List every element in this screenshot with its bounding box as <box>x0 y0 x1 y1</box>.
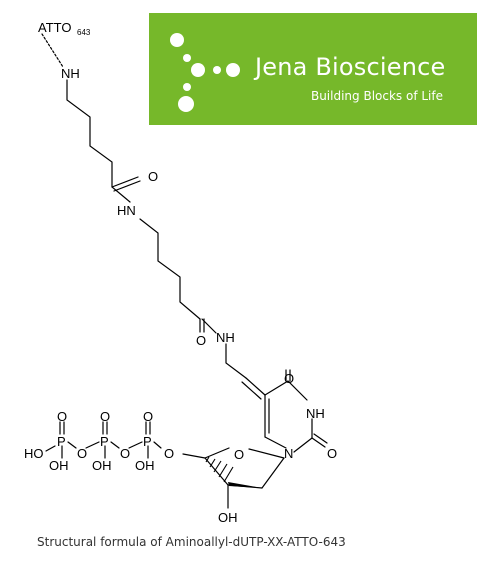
atom-o-p3: O <box>143 409 153 424</box>
atom-o-4: O <box>327 446 337 461</box>
figure-caption: Structural formula of Aminoallyl-dUTP-XX… <box>37 535 346 549</box>
atom-p-1: P <box>57 434 66 449</box>
atom-p-3: P <box>143 434 152 449</box>
atom-nh-3: NH <box>306 406 325 421</box>
atom-oh-p3: OH <box>135 458 155 473</box>
atom-o-bridge-4: O <box>164 446 174 461</box>
atom-oh-p2: OH <box>92 458 112 473</box>
atom-o-bridge-2: O <box>77 446 87 461</box>
atom-ho: HO <box>24 446 44 461</box>
brand-dots-icon <box>170 33 240 112</box>
hashed-wedge <box>205 456 234 483</box>
atom-o-3: O <box>284 371 294 386</box>
brand-logo: Jena Bioscience Building Blocks of Life <box>149 13 477 125</box>
brand-tagline: Building Blocks of Life <box>310 89 443 103</box>
atom-oh-sugar: OH <box>218 510 238 525</box>
atom-p-2: P <box>100 434 109 449</box>
atom-o-ring: O <box>234 447 244 462</box>
atom-nh-1: NH <box>61 66 80 81</box>
atom-o-p1: O <box>57 409 67 424</box>
brand-name: Jena Bioscience <box>255 53 446 81</box>
dye-label: ATTO <box>38 20 71 35</box>
atom-oh-p1: OH <box>49 458 69 473</box>
atom-n: N <box>284 446 293 461</box>
atom-hn: HN <box>117 203 136 218</box>
atom-nh-2: NH <box>216 330 235 345</box>
dye-subscript: 643 <box>77 28 91 37</box>
bold-wedge <box>228 482 262 488</box>
bond-lines <box>41 33 328 509</box>
atom-o-p2: O <box>100 409 110 424</box>
atom-o-2: O <box>196 333 206 348</box>
atom-o-bridge-3: O <box>120 446 130 461</box>
atom-o-1: O <box>148 169 158 184</box>
